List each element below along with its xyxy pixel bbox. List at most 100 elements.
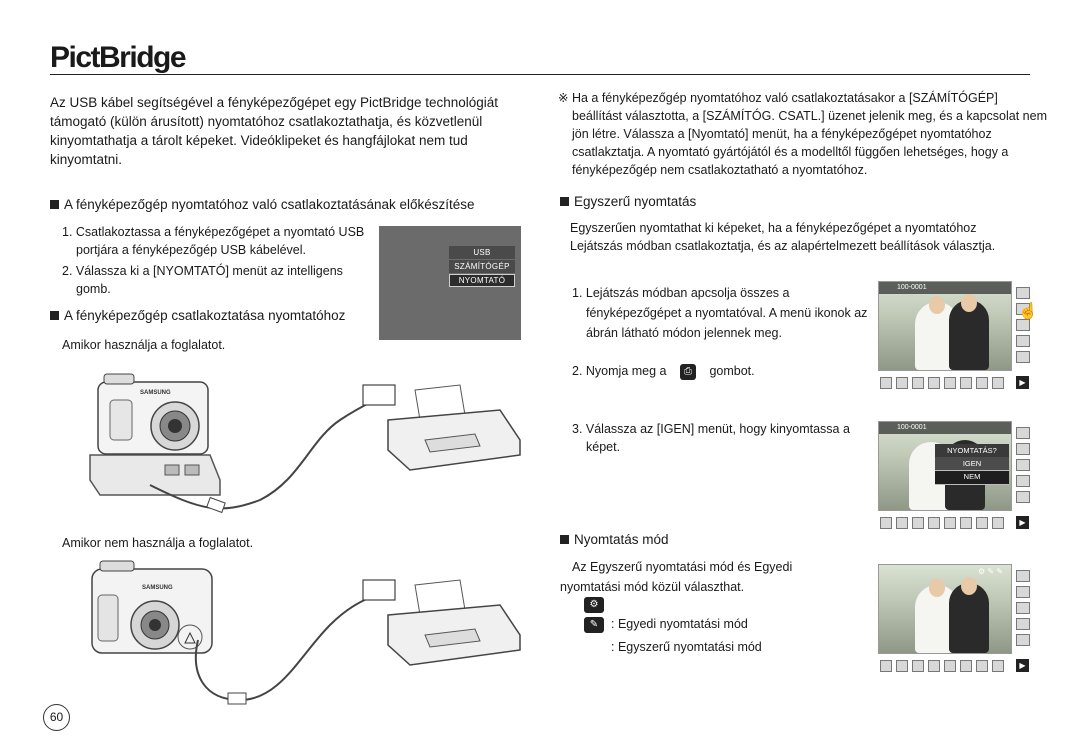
playback-screen-1: 100-0001 ☝ ▶: [878, 281, 1038, 393]
side-button: [1016, 618, 1030, 630]
prep-heading: A fényképezőgép nyomtatóhoz való csatlak…: [50, 196, 520, 214]
bottom-button: [960, 660, 972, 672]
side-button: [1016, 570, 1030, 582]
bottom-button: [880, 517, 892, 529]
bottom-button: [880, 660, 892, 672]
dialog-option-no: NEM: [935, 470, 1009, 485]
custom-print-icon: ⚙: [584, 597, 604, 613]
bottom-button: [912, 660, 924, 672]
side-button: [1016, 443, 1030, 455]
face: [929, 579, 945, 597]
screen-info-bar: 100-0001: [879, 282, 1011, 294]
print-mode-heading: Nyomtatás mód: [560, 531, 860, 549]
usb-menu-screen: USB SZÁMÍTÓGÉP NYOMTATÓ: [379, 226, 521, 340]
side-button: [1016, 427, 1030, 439]
bottom-button: [912, 377, 924, 389]
play-icon: ▶: [1016, 516, 1029, 529]
menu-item-usb: USB: [449, 246, 515, 259]
bottom-button: [992, 517, 1004, 529]
side-button: [1016, 475, 1030, 487]
print-dialog: NYOMTATÁS? IGEN NEM: [935, 444, 1009, 485]
menu-item-computer: SZÁMÍTÓGÉP: [449, 260, 515, 273]
play-icon: ▶: [1016, 376, 1029, 389]
camera-dock-illustration: SAMSUNG: [89, 373, 221, 496]
bottom-button: [944, 660, 956, 672]
custom-print-mode-label: : Egyedi nyomtatási mód: [611, 617, 748, 631]
caption-without-dock: Amikor nem használja a foglalatot.: [62, 536, 254, 550]
dialog-option-yes: IGEN: [962, 459, 982, 468]
face: [961, 577, 977, 595]
caption-with-dock: Amikor használja a foglalatot.: [62, 338, 226, 352]
page-title: PictBridge: [50, 41, 187, 74]
intro-paragraph: Az USB kábel segítségével a fényképezőgé…: [50, 95, 499, 167]
photo-preview: 100-0001 NYOMTATÁS? IGEN NEM: [878, 421, 1012, 511]
side-button: [1016, 287, 1030, 299]
printer-illustration: [362, 384, 521, 471]
bottom-button: [928, 660, 940, 672]
face: [929, 296, 945, 314]
mode-icons: ⚙ ✎ ✎: [977, 567, 1003, 576]
side-button: [1016, 319, 1030, 331]
side-button: [1016, 602, 1030, 614]
bottom-button: [912, 517, 924, 529]
bottom-button: [896, 660, 908, 672]
camera-illustration: SAMSUNG: [91, 560, 213, 654]
prep-step-2: 2. Válassza ki a [NYOMTATÓ] menüt az int…: [62, 264, 343, 296]
bottom-button: [960, 517, 972, 529]
screen-info-bar: 100-0001: [879, 422, 1011, 434]
playback-screen-3: ⚙ ✎ ✎ ▶: [878, 564, 1038, 676]
bottom-button: [896, 517, 908, 529]
side-button: [1016, 303, 1030, 315]
camera-brand-label: SAMSUNG: [142, 585, 173, 591]
bullet-square-icon: [50, 200, 59, 209]
bottom-button: [976, 377, 988, 389]
dialog-question: NYOMTATÁS?: [935, 444, 1009, 457]
page-number: 60: [43, 704, 70, 731]
title-rule: [50, 74, 1030, 75]
print-mode-intro: Az Egyszerű nyomtatási mód és Egyedi nyo…: [560, 560, 793, 594]
bottom-button: [992, 377, 1004, 389]
side-button: [1016, 351, 1030, 363]
printer-illustration: [362, 579, 521, 666]
bottom-button: [976, 660, 988, 672]
bottom-button: [992, 660, 1004, 672]
bottom-button: [880, 377, 892, 389]
photo-preview: 100-0001: [878, 281, 1012, 371]
easy-print-intro: Egyszerűen nyomtathat ki képeket, ha a f…: [570, 221, 996, 253]
photo-preview: ⚙ ✎ ✎: [878, 564, 1012, 654]
usb-cable: [149, 399, 376, 510]
prep-step-1: 1. Csatlakoztassa a fényképezőgépet a ny…: [62, 225, 365, 257]
usb-cable: [194, 594, 376, 702]
camera-brand-label: SAMSUNG: [140, 390, 171, 396]
menu-item-printer: NYOMTATÓ: [449, 274, 515, 287]
bottom-button: [976, 517, 988, 529]
cable-ferrite: [206, 496, 226, 514]
bullet-square-icon: [560, 535, 569, 544]
note-paragraph: ※ Ha a fényképezőgép nyomtatóhoz való cs…: [558, 91, 1047, 177]
bottom-button: [944, 377, 956, 389]
easy-step-1: 1. Lejátszás módban apcsolja összes a fé…: [572, 286, 868, 340]
easy-print-mode-label: : Egyszerű nyomtatási mód: [611, 640, 762, 654]
bottom-button: [960, 377, 972, 389]
bottom-button: [944, 517, 956, 529]
easy-step-2: 2. Nyomja meg a ⎙ gombot.: [572, 363, 755, 380]
side-button: [1016, 335, 1030, 347]
usb-menu: USB SZÁMÍTÓGÉP NYOMTATÓ: [449, 246, 515, 288]
play-icon: ▶: [1016, 659, 1029, 672]
direct-connection-illustration: SAMSUNG: [91, 560, 521, 705]
playback-screen-2: 100-0001 NYOMTATÁS? IGEN NEM ▶: [878, 421, 1038, 533]
bullet-square-icon: [560, 197, 569, 206]
easy-print-heading: Egyszerű nyomtatás: [560, 193, 860, 211]
side-button: [1016, 634, 1030, 646]
bottom-button: [928, 377, 940, 389]
side-button: [1016, 459, 1030, 471]
cable-ferrite: [227, 692, 247, 705]
connect-heading: A fényképezőgép csatlakoztatása nyomtató…: [50, 307, 380, 325]
bottom-button: [896, 377, 908, 389]
side-button: [1016, 491, 1030, 503]
bottom-button: [928, 517, 940, 529]
side-button: [1016, 586, 1030, 598]
hand-pointer-icon: ☝: [1018, 303, 1038, 320]
print-button-icon: ⎙: [679, 363, 696, 380]
easy-print-icon: ✎: [584, 617, 604, 633]
